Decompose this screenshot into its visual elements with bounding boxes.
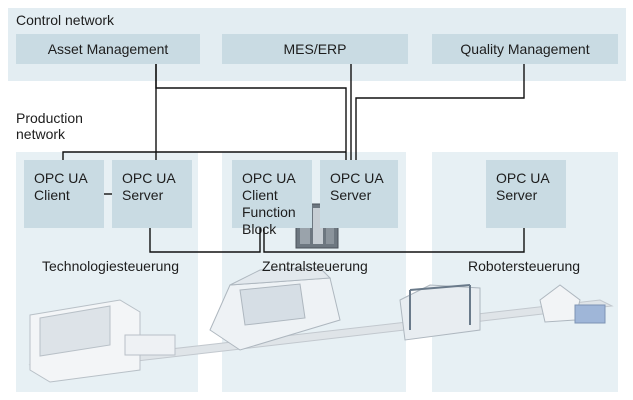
- control-network-title: Control network: [16, 12, 115, 28]
- node-text: OPC UA: [330, 170, 384, 186]
- node-text: Client: [242, 187, 278, 203]
- node-text: Server: [496, 187, 538, 203]
- label-robotersteuerung: Robotersteuerung: [468, 258, 581, 274]
- production-network-title-line1: Production: [16, 110, 83, 126]
- label-zentralsteuerung: Zentralsteuerung: [262, 258, 368, 274]
- node-text: OPC UA: [242, 170, 296, 186]
- quality-management-box: Quality Management: [432, 34, 618, 64]
- node-text: Client: [34, 187, 70, 203]
- node-text: Block: [242, 221, 277, 237]
- production-network-title-line2: network: [16, 126, 66, 142]
- opc-ua-client-tech: OPC UA Client: [24, 160, 104, 228]
- node-text: OPC UA: [496, 170, 550, 186]
- node-text: Server: [122, 187, 164, 203]
- opc-ua-server-central: OPC UA Server: [320, 160, 398, 228]
- label-technologiesteuerung: Technologiesteuerung: [42, 258, 179, 274]
- production-network-title: Production network: [16, 110, 83, 142]
- opc-ua-server-robot: OPC UA Server: [486, 160, 566, 228]
- asset-management-box: Asset Management: [16, 34, 200, 64]
- opc-ua-server-tech: OPC UA Server: [112, 160, 192, 228]
- node-text: Function: [242, 204, 296, 220]
- node-text: OPC UA: [122, 170, 176, 186]
- node-text: Server: [330, 187, 372, 203]
- mes-erp-box: MES/ERP: [222, 34, 408, 64]
- node-text: OPC UA: [34, 170, 88, 186]
- opc-ua-client-function-block: OPC UA Client Function Block: [232, 160, 312, 237]
